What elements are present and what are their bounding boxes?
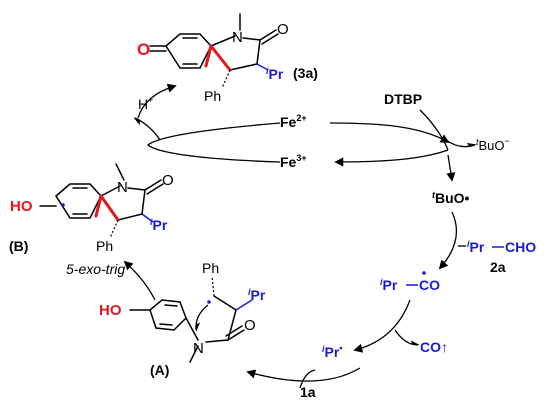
proton-label: H: [138, 96, 148, 112]
cyclization-arrow: [123, 260, 156, 301]
aldehyde-sup: i: [467, 239, 470, 249]
proton-charge: +: [148, 95, 153, 105]
tbuo-radical-sup: t: [432, 190, 436, 200]
svg-text:iPr: iPr: [266, 66, 284, 82]
radical-B-structure: HO N O iPr Ph (B): [9, 163, 174, 254]
co-release-label: CO↑: [420, 339, 448, 355]
svg-text:Fe3+: Fe3+: [280, 153, 307, 170]
product-nitrogen: N: [232, 29, 243, 46]
radical-A-nitrogen: N: [193, 340, 204, 357]
arrow-to-radical-A: [246, 367, 361, 382]
tbuo-minus-charge: −: [505, 136, 510, 146]
cyclization-label: 5-exo-trig: [66, 261, 125, 277]
radical-B-ipr: Pr: [153, 217, 168, 233]
proton-release-arrow: [133, 117, 161, 141]
arrow-to-ipr-radical: [353, 299, 411, 353]
radical-B-ipr-sup: i: [150, 217, 153, 227]
svg-text:Fe2+: Fe2+: [280, 113, 307, 130]
svg-text:tBuO−: tBuO−: [476, 136, 510, 153]
radical-B-id: (B): [9, 238, 28, 254]
radical-A-structure: HO N O iPr Ph (A): [99, 260, 266, 378]
fe2-label: Fe: [280, 114, 297, 130]
svg-text:H+: H+: [138, 95, 153, 112]
acyl-radical-dot: [422, 271, 426, 275]
product-ipr-label: Pr: [269, 66, 284, 82]
dtbp-arrow: [419, 109, 449, 151]
svg-text:iPr•: iPr•: [322, 343, 342, 360]
product-carbonyl-oxygen: O: [277, 21, 289, 38]
acyl-pr: Pr: [383, 277, 398, 293]
substrate-1a-label: 1a: [300, 384, 316, 400]
aldehyde-cho: CHO: [505, 239, 536, 255]
product-3a-structure: O N O iPr (3a) Ph: [137, 13, 318, 104]
product-ipr-sup: i: [266, 66, 269, 76]
dtbp-label: DTBP: [384, 91, 422, 107]
tbuo-minus-arrow: [445, 139, 477, 148]
product-ketone-oxygen: O: [137, 40, 150, 59]
radical-B-carbonyl-oxygen: O: [162, 172, 174, 189]
svg-text:iPr: iPr: [467, 239, 485, 255]
radical-A-ipr-sup: i: [248, 287, 251, 297]
svg-text:iPr: iPr: [150, 217, 168, 233]
ipr-radical-label: Pr: [325, 344, 340, 360]
radical-A-ho: HO: [99, 302, 122, 319]
radical-A-carbonyl-oxygen: O: [244, 317, 256, 334]
aldehyde-id: 2a: [490, 259, 506, 275]
svg-text:iPr: iPr: [380, 277, 398, 293]
radical-B-ho: HO: [10, 198, 33, 215]
radical-B-ph: Ph: [96, 238, 113, 254]
aldehyde-pr: Pr: [470, 239, 485, 255]
svg-text:iPr: iPr: [248, 287, 266, 303]
tbuo-minus-sup: t: [476, 137, 479, 147]
radical-A-id: (A): [150, 362, 169, 378]
arrow-to-product: [137, 83, 177, 119]
fe2-charge: 2+: [296, 113, 306, 123]
fe3-label: Fe: [280, 154, 297, 170]
arrow-to-tbuo-radical: [446, 154, 456, 182]
ipr-radical-sup: i: [322, 344, 325, 354]
tbuo-minus-label: BuO: [479, 138, 505, 153]
fe3-charge: 3+: [296, 153, 306, 163]
co-release-arrow: [394, 329, 420, 346]
radical-B-nitrogen: N: [117, 179, 128, 196]
svg-text:tBuO•: tBuO•: [432, 190, 470, 206]
radical-A-ipr: Pr: [251, 287, 266, 303]
fe-redox-loop: [146, 122, 450, 167]
tbuo-radical-label: BuO•: [435, 190, 470, 206]
product-ph-label: Ph: [204, 88, 221, 104]
acyl-sup: i: [380, 277, 383, 287]
arrow-to-acyl-radical: [438, 211, 458, 270]
acyl-co: CO: [419, 277, 440, 293]
ipr-radical-dot: •: [339, 343, 342, 353]
radical-A-ph: Ph: [202, 260, 219, 276]
substrate-input-arrow: [299, 369, 316, 389]
product-id-label: (3a): [293, 65, 318, 81]
